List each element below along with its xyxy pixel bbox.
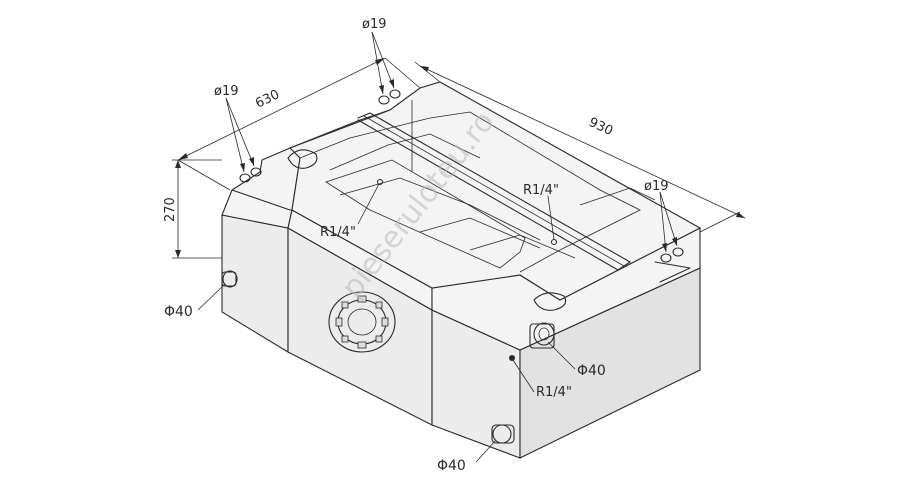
vent-fitting-top-center (378, 89, 401, 105)
port-r14-top-left (376, 178, 384, 186)
deck-step-line-4 (419, 217, 541, 249)
deck-step-line-2 (329, 133, 481, 171)
vent-fitting-right (660, 247, 684, 263)
port-r14-front-right (509, 355, 515, 361)
label-d19-top-left: ø19 (214, 84, 239, 99)
top-channel-centerline (363, 115, 625, 267)
label-r14-top-center: R1/4" (523, 183, 559, 198)
hatch-bolts (335, 295, 389, 349)
label-r14-front-right: R1/4" (536, 385, 572, 400)
left-cutout (287, 149, 318, 169)
label-d40-bottom: Φ40 (437, 458, 466, 474)
label-930: 930 (586, 115, 615, 139)
tank-body (221, 81, 702, 459)
label-d19-right: ø19 (644, 179, 669, 194)
outlet-fitting-left (221, 270, 238, 288)
inspection-hatch (328, 291, 396, 353)
label-d40-right: Φ40 (577, 363, 606, 379)
deck-step-line-1 (299, 111, 641, 273)
right-corner-notch (654, 261, 691, 283)
vent-fitting-top-left (239, 167, 262, 183)
left-block-front-face (221, 214, 289, 353)
top-channel-outer (357, 112, 631, 271)
labels: 630 930 270 ø19 ø19 ø19 R1/4" R1/4" R1/4… (163, 17, 669, 474)
fittings (221, 89, 684, 444)
label-630: 630 (253, 87, 282, 111)
label-270: 270 (163, 197, 178, 222)
left-block-ridge (231, 189, 293, 211)
right-cutout (533, 292, 567, 311)
deck-step-line-6 (579, 187, 656, 206)
main-top-deck (289, 81, 702, 301)
label-d19-top-center: ø19 (362, 17, 387, 32)
outlet-fitting-bottom (491, 424, 515, 444)
label-d40-left: Φ40 (164, 304, 193, 320)
outlet-fitting-right (529, 322, 555, 349)
label-r14-top-left: R1/4" (320, 225, 356, 240)
dimension-lines (172, 57, 746, 259)
deck-step-line-3 (339, 177, 541, 241)
leader-lines (197, 31, 678, 463)
deck-recess-panel (325, 159, 526, 269)
